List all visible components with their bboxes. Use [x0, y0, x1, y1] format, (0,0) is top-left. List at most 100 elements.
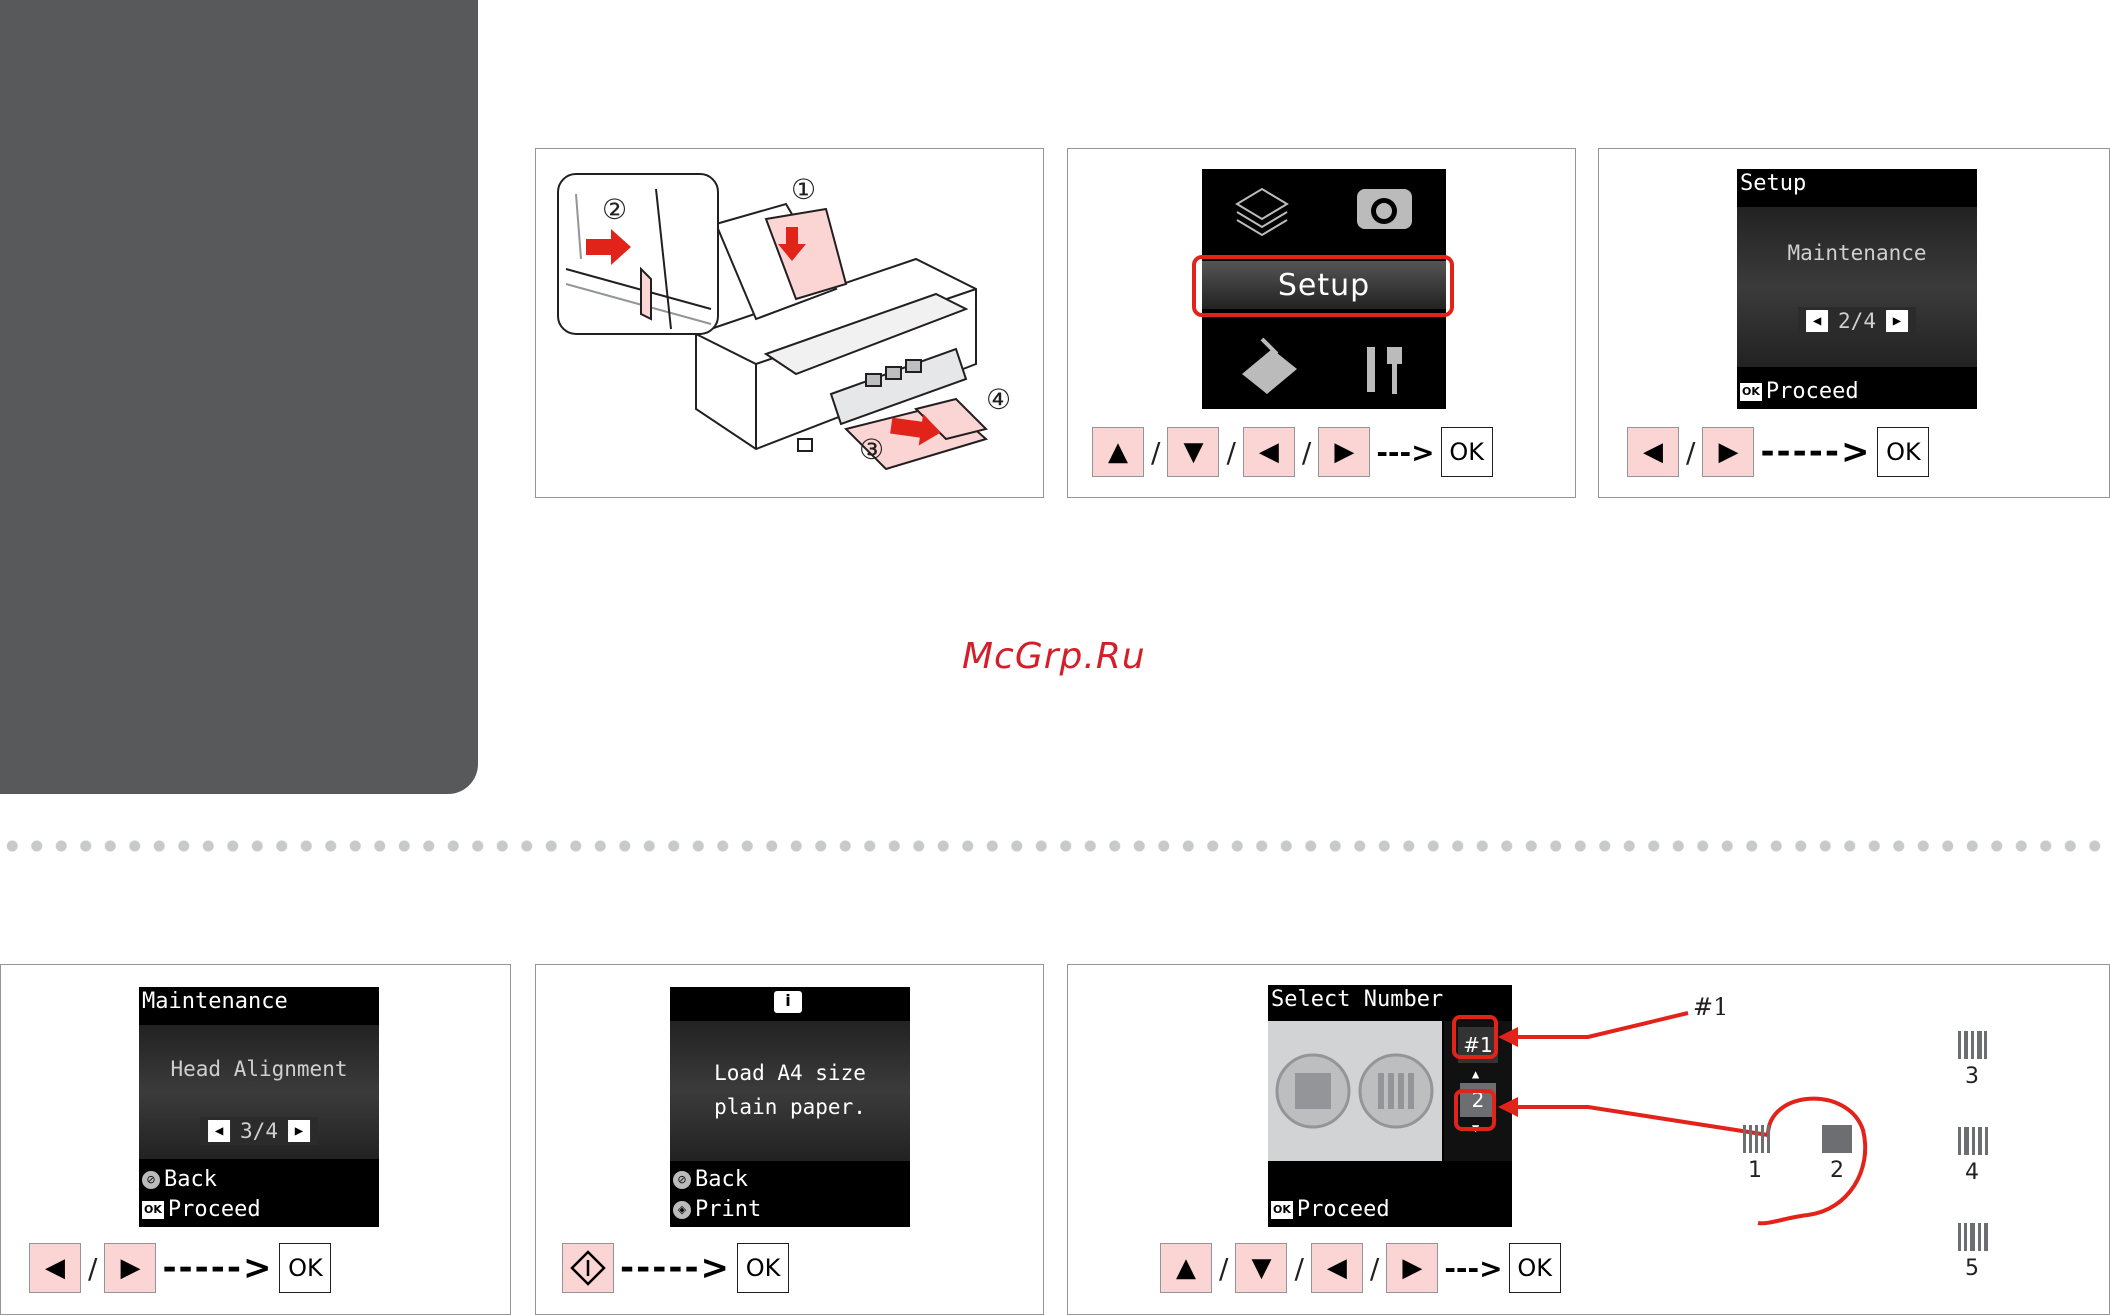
lcd-left-arrow-icon: ◀	[208, 1120, 230, 1142]
info-icon: i	[774, 991, 802, 1013]
left-button[interactable]: ◀	[29, 1243, 81, 1293]
up-arrow-icon: ▲	[1108, 437, 1128, 467]
right-button[interactable]: ▶	[1702, 427, 1754, 477]
step-panel-select-number: Select Number #1 ▲ 2 ▼ OK Proceed	[1067, 964, 2110, 1315]
pattern-3-label: 3	[1965, 1064, 1979, 1089]
separator: /	[1226, 436, 1235, 469]
dashed-arrow-icon: --->	[1376, 436, 1434, 469]
annotation-label: #1	[1693, 993, 1728, 1021]
tools-icon	[1367, 347, 1402, 394]
button-sequence: ▲ / ▼ / ◀ / ▶ ---> OK	[1092, 427, 1493, 477]
lcd-info-screen: i Load A4 size plain paper. ⊘ Back ◈ Pri…	[670, 987, 910, 1227]
up-button[interactable]: ▲	[1160, 1243, 1212, 1293]
right-button[interactable]: ▶	[104, 1243, 156, 1293]
badge2-highlight	[1454, 1089, 1496, 1131]
alignment-patterns-icon	[1268, 1021, 1442, 1161]
lcd-footer: OK Proceed	[1740, 379, 1859, 404]
dashed-arrow-icon: ----->	[162, 1248, 273, 1288]
step-panel-load-paper: ① ② ③ ④	[535, 148, 1044, 498]
ok-badge-icon: OK	[1271, 1201, 1293, 1219]
pattern-4-icon	[1958, 1127, 1988, 1155]
lcd-back-row: ⊘ Back	[673, 1167, 748, 1192]
left-button[interactable]: ◀	[1243, 427, 1295, 477]
step-panel-select-setup: Setup ▲ / ▼ / ◀ / ▶ ---> OK	[1067, 148, 1576, 498]
printer-illustration: ① ② ③ ④	[536, 149, 1045, 499]
setup-highlight	[1192, 255, 1454, 317]
right-button[interactable]: ▶	[1386, 1243, 1438, 1293]
lcd-message-line2: plain paper.	[670, 1095, 910, 1119]
ok-badge-icon: OK	[142, 1201, 164, 1219]
lcd-maintenance-screen: Maintenance Head Alignment ◀ 3/4 ▶ ⊘ Bac…	[139, 987, 379, 1227]
ok-button[interactable]: OK	[1441, 427, 1493, 477]
ok-label: OK	[1886, 438, 1921, 466]
left-button[interactable]: ◀	[1311, 1243, 1363, 1293]
lcd-band	[670, 1021, 910, 1161]
pattern-5-label: 5	[1965, 1256, 1979, 1281]
dotted-divider	[0, 840, 2110, 852]
button-sequence: ◀ / ▶ -----> OK	[1627, 427, 1929, 477]
callout-4: ④	[986, 383, 1011, 416]
separator: /	[1370, 1252, 1379, 1285]
left-arrow-icon: ◀	[45, 1253, 65, 1283]
ok-label: OK	[1517, 1254, 1552, 1282]
up-arrow-icon: ▲	[1472, 1067, 1479, 1081]
lcd-band	[1737, 207, 1977, 367]
right-arrow-icon: ▶	[120, 1253, 140, 1283]
down-arrow-icon: ▼	[1183, 437, 1203, 467]
ok-button[interactable]: OK	[737, 1243, 789, 1293]
pattern-3-icon	[1958, 1031, 1987, 1059]
scan-icon	[1242, 339, 1297, 394]
separator: /	[1219, 1252, 1228, 1285]
lcd-proceed-row: OK Proceed	[142, 1197, 261, 1222]
right-arrow-icon: ▶	[1334, 437, 1354, 467]
separator: /	[1302, 436, 1311, 469]
watermark: McGrp.Ru	[962, 636, 1146, 677]
callout-1: ①	[791, 173, 816, 206]
lcd-page: 2/4	[1838, 309, 1876, 333]
down-button[interactable]: ▼	[1235, 1243, 1287, 1293]
button-sequence: ▲ / ▼ / ◀ / ▶ ---> OK	[1160, 1243, 1561, 1293]
lcd-proceed-label: Proceed	[168, 1197, 261, 1222]
lcd-pager: ◀ 2/4 ▶	[1798, 307, 1916, 335]
button-sequence: ◀ / ▶ -----> OK	[29, 1243, 331, 1293]
lcd-title: Select Number	[1271, 987, 1443, 1012]
callout-2: ②	[602, 193, 627, 226]
lcd-print-label: Print	[695, 1197, 761, 1222]
lcd-footer: OK Proceed	[1271, 1197, 1390, 1222]
ok-label: OK	[288, 1254, 323, 1282]
start-icon	[570, 1250, 606, 1286]
step-panel-select-maintenance: Setup Maintenance ◀ 2/4 ▶ OK Proceed ◀ /…	[1598, 148, 2110, 498]
pattern-1-label: 1	[1748, 1158, 1762, 1183]
stop-badge-icon: ⊘	[142, 1171, 160, 1189]
lcd-right-arrow-icon: ▶	[288, 1120, 310, 1142]
up-arrow-icon: ▲	[1176, 1253, 1196, 1283]
right-button[interactable]: ▶	[1318, 427, 1370, 477]
stop-badge-icon: ⊘	[673, 1171, 691, 1189]
left-arrow-icon: ◀	[1327, 1253, 1347, 1283]
up-button[interactable]: ▲	[1092, 427, 1144, 477]
lcd-pager: ◀ 3/4 ▶	[200, 1117, 318, 1145]
step-panel-print-pattern: i Load A4 size plain paper. ⊘ Back ◈ Pri…	[535, 964, 1044, 1315]
pattern-5-icon	[1958, 1223, 1988, 1251]
dashed-arrow-icon: ----->	[620, 1248, 731, 1288]
left-button[interactable]: ◀	[1627, 427, 1679, 477]
pattern-2-label: 2	[1830, 1158, 1844, 1183]
lcd-back-label: Back	[164, 1167, 217, 1192]
ok-badge-icon: OK	[1740, 383, 1762, 401]
dashed-arrow-icon: --->	[1444, 1252, 1502, 1285]
down-arrow-icon: ▼	[1251, 1253, 1271, 1283]
ok-button[interactable]: OK	[1877, 427, 1929, 477]
lcd-footer-label: Proceed	[1297, 1197, 1390, 1222]
pattern-preview	[1268, 1021, 1442, 1161]
badge1-highlight	[1452, 1015, 1498, 1059]
ok-label: OK	[1449, 438, 1484, 466]
separator: /	[1294, 1252, 1303, 1285]
dashed-arrow-icon: ----->	[1760, 432, 1871, 472]
ok-button[interactable]: OK	[279, 1243, 331, 1293]
lcd-message-line1: Load A4 size	[670, 1061, 910, 1085]
separator: /	[1686, 436, 1695, 469]
ok-button[interactable]: OK	[1509, 1243, 1561, 1293]
start-button[interactable]	[562, 1243, 614, 1293]
down-button[interactable]: ▼	[1167, 427, 1219, 477]
lcd-footer-label: Proceed	[1766, 379, 1859, 404]
